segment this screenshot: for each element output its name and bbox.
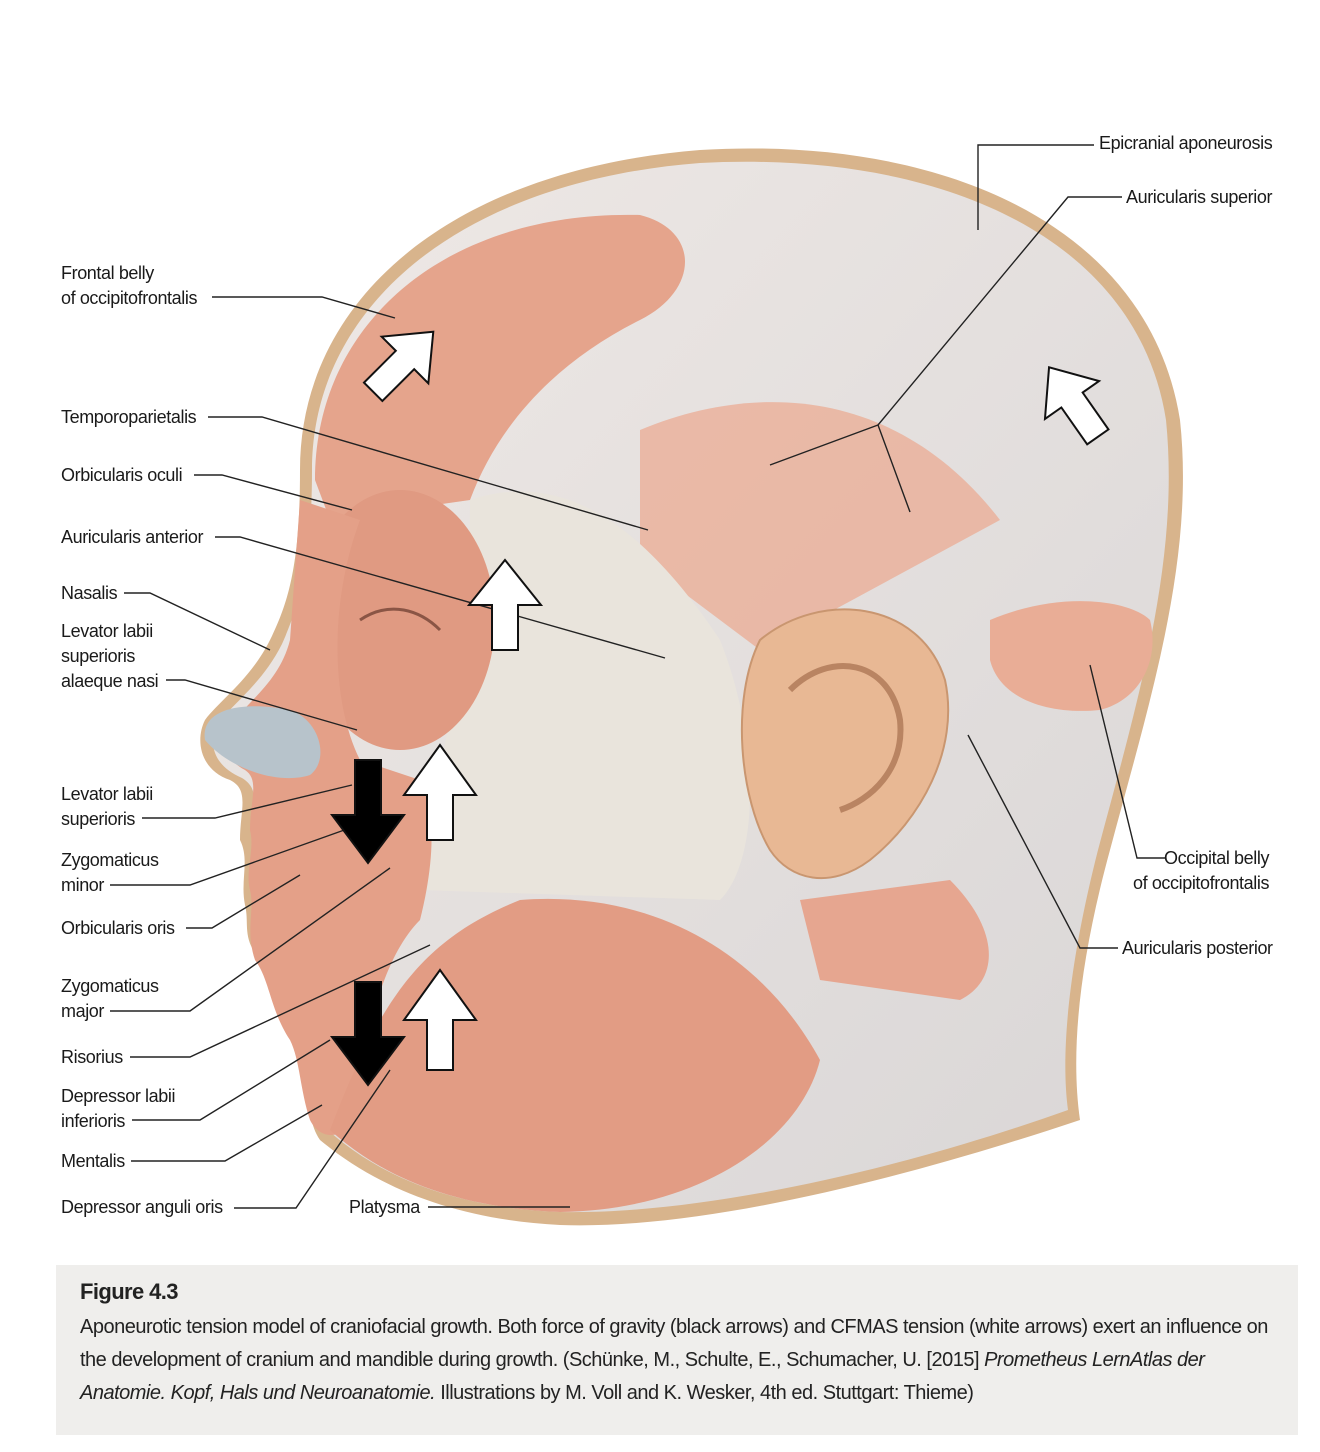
caption-text-part: Aponeurotic tension model of craniofacia… [80,1316,1268,1371]
label-depressor-labii-inferioris: Depressor labii inferioris [61,1084,175,1134]
neck-muscle [800,880,989,1000]
label-nasalis: Nasalis [61,583,118,603]
label-occipital-belly: Occipital belly of occipitofrontalis [1133,846,1269,896]
occipital-belly-muscle [990,601,1153,711]
temporoparietalis-muscle [640,402,1000,650]
label-line: Zygomaticus [61,976,159,996]
label-auricularis-anterior: Auricularis anterior [61,527,204,547]
label-frontal-belly: Frontal belly of occipitofrontalis [61,261,197,311]
platysma-muscle [330,898,820,1212]
caption-title: Figure 4.3 [80,1279,179,1304]
label-line: of occipitofrontalis [61,288,198,308]
label-platysma: Platysma [349,1197,420,1217]
label-auricularis-posterior: Auricularis posterior [1122,938,1273,958]
white-arrow-icon [1043,365,1110,446]
label-orbicularis-oris: Orbicularis oris [61,918,175,938]
label-line: inferioris [61,1111,126,1131]
label-depressor-anguli-oris: Depressor anguli oris [61,1197,223,1217]
head-illustration [110,144,1183,1226]
white-arrow-icon [402,743,478,841]
white-arrow-icon [402,968,478,1071]
label-auricularis-superior: Auricularis superior [1126,187,1273,207]
label-line: minor [61,875,105,895]
label-line: Levator labii [61,784,153,804]
label-epicranial-aponeurosis: Epicranial aponeurosis [1099,133,1273,153]
label-risorius: Risorius [61,1047,123,1067]
orbicularis-oculi-muscle [305,490,495,750]
label-mentalis: Mentalis [61,1151,125,1171]
frontal-belly-muscle [315,214,685,520]
black-arrow-icon [330,759,406,865]
nasal-cartilage [204,706,321,779]
eye [359,607,442,632]
label-zygomaticus-major: Zygomaticus major [61,974,159,1024]
label-line: of occipitofrontalis [1133,873,1270,893]
label-levator-alaeque: Levator labii superioris alaeque nasi [61,619,159,694]
label-temporoparietalis: Temporoparietalis [61,407,197,427]
label-orbicularis-oculi: Orbicularis oculi [61,465,183,485]
tension-arrows [330,330,1110,1087]
label-line: major [61,1001,105,1021]
caption-text-part: Illustrations by M. Voll and K. Wesker, … [435,1382,974,1404]
ear-inner [787,663,904,813]
label-line: Frontal belly [61,263,154,283]
caption-citation-title: Prometheus LernAtlas der Anatomie. Kopf,… [80,1349,1205,1404]
ear [740,608,950,880]
label-line: superioris [61,646,136,666]
black-arrow-icon [330,981,406,1087]
label-line: superioris [61,809,136,829]
caption-text: Aponeurotic tension model of craniofacia… [80,1311,1280,1410]
label-line: Occipital belly [1164,848,1270,868]
face-muscles [225,500,432,1135]
white-arrow-icon [466,558,544,651]
figure-caption: Figure 4.3 Aponeurotic tension model of … [56,1265,1298,1435]
label-levator-labii-superioris: Levator labii superioris [61,782,153,832]
leader-lines [110,144,1165,1209]
label-line: Zygomaticus [61,850,159,870]
label-line: alaeque nasi [61,671,159,691]
white-arrow-icon [362,330,435,403]
label-line: Levator labii [61,621,153,641]
label-zygomaticus-minor: Zygomaticus minor [61,848,159,898]
label-line: Depressor labii [61,1086,176,1106]
